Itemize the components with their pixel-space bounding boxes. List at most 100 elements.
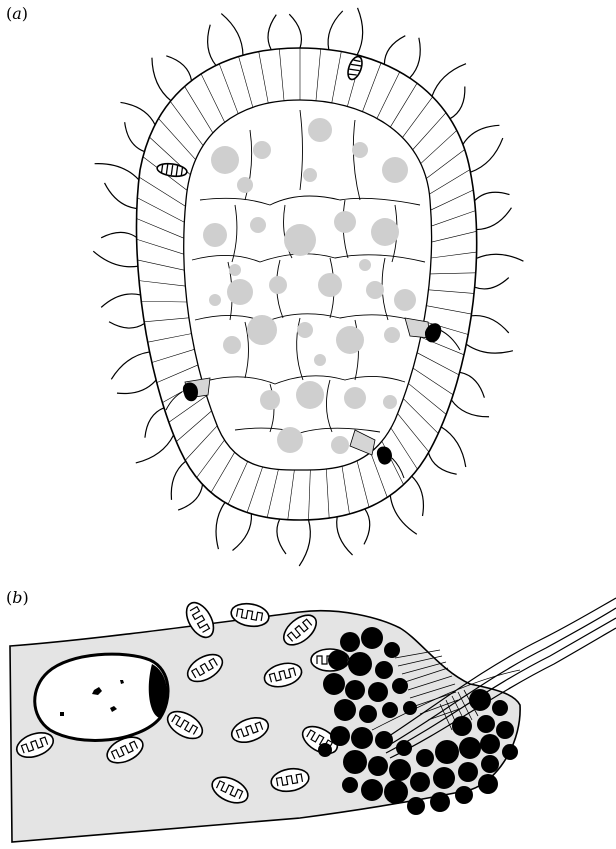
secretory-granule (403, 701, 417, 715)
secretory-granule (459, 737, 481, 759)
cilium (390, 495, 417, 534)
cilium (101, 232, 136, 237)
nucleus-icon (35, 654, 168, 740)
cilium (208, 25, 216, 66)
secretory-granule (477, 715, 495, 733)
yolk-granule (229, 264, 241, 276)
secretory-granule (410, 772, 430, 792)
cilium (125, 122, 145, 151)
cilium (216, 502, 225, 549)
yolk-granule (318, 273, 342, 297)
cilium (117, 380, 156, 393)
secretory-granule (492, 700, 508, 716)
secretory-granule (361, 779, 383, 801)
secretory-granule (368, 682, 388, 702)
yolk-granule (223, 336, 241, 354)
secretory-granule (342, 777, 358, 793)
secretory-granule (435, 740, 459, 764)
secretory-granule (323, 673, 345, 695)
cilium (93, 251, 138, 267)
cilium (357, 8, 363, 55)
cilium (289, 14, 301, 48)
cilium (441, 427, 466, 467)
secretory-granule (455, 786, 473, 804)
yolk-granule (277, 427, 303, 453)
secretory-granule (328, 650, 348, 670)
cilium (337, 517, 353, 555)
cilium (178, 484, 202, 510)
yolk-granule (227, 279, 253, 305)
cilium (105, 183, 137, 209)
yolk-granule (296, 381, 324, 409)
secretory-granule (430, 792, 450, 812)
secretory-granule (407, 797, 425, 815)
cilium (450, 86, 465, 118)
yolk-granule (383, 395, 397, 409)
secretory-granule (361, 627, 383, 649)
secretory-granule (330, 726, 350, 746)
secretory-granule (345, 680, 365, 700)
cilium (471, 316, 509, 333)
secretory-granule (392, 678, 408, 694)
secretory-granule (384, 642, 400, 658)
cilium (432, 64, 466, 97)
yolk-granule (331, 436, 349, 454)
cilium (412, 476, 424, 516)
secretory-granule (351, 727, 373, 749)
secretory-granule (348, 652, 372, 676)
cilium (136, 435, 174, 463)
yolk-granule (371, 218, 399, 246)
cilium (145, 408, 164, 438)
yolk-granule (237, 177, 253, 193)
cilium (111, 352, 149, 379)
secretory-granule (318, 743, 332, 757)
cilium (476, 254, 523, 261)
yolk-granule (284, 224, 316, 256)
ciliated-cell-diagram (0, 580, 616, 849)
secretory-granule (452, 716, 472, 736)
yolk-granule (352, 142, 368, 158)
cilium (460, 372, 485, 397)
secretory-granule (368, 756, 388, 776)
cilium (268, 15, 276, 50)
secretory-granule (382, 702, 398, 718)
yolk-granule (253, 141, 271, 159)
yolk-granule (209, 294, 221, 306)
yolk-granule (384, 327, 400, 343)
cilium (451, 400, 489, 417)
yolk-granule (269, 276, 287, 294)
yolk-granule (247, 315, 277, 345)
yolk-granule (334, 211, 356, 233)
cilium (120, 102, 155, 124)
yolk-granule (203, 223, 227, 247)
cilium (466, 344, 513, 353)
secretory-granule (502, 744, 518, 760)
larva-diagram (0, 0, 616, 575)
secretory-granule (480, 734, 500, 754)
secretory-granule (334, 699, 356, 721)
yolk-granule (314, 354, 326, 366)
cilium (428, 453, 456, 474)
cilium (475, 278, 509, 289)
cilium (475, 192, 510, 200)
secretory-granule (343, 750, 367, 774)
cilium (328, 11, 343, 50)
cilium (470, 138, 502, 172)
cilium (171, 461, 185, 500)
yolk-granule (344, 387, 366, 409)
cilium (109, 322, 144, 328)
secretory-granule (375, 661, 393, 679)
yolk-granule (260, 390, 280, 410)
yolk-granule (359, 259, 371, 271)
yolk-granule (250, 217, 266, 233)
cilium (299, 520, 310, 566)
cilium (384, 36, 405, 65)
secretory-granule (458, 762, 478, 782)
cilium (152, 58, 171, 101)
secretory-granule (496, 721, 514, 739)
secretory-granule (359, 705, 377, 723)
yolk-granule (211, 146, 239, 174)
secretory-granule (340, 632, 360, 652)
yolk-granule (382, 157, 408, 183)
secretory-granule (389, 759, 411, 781)
